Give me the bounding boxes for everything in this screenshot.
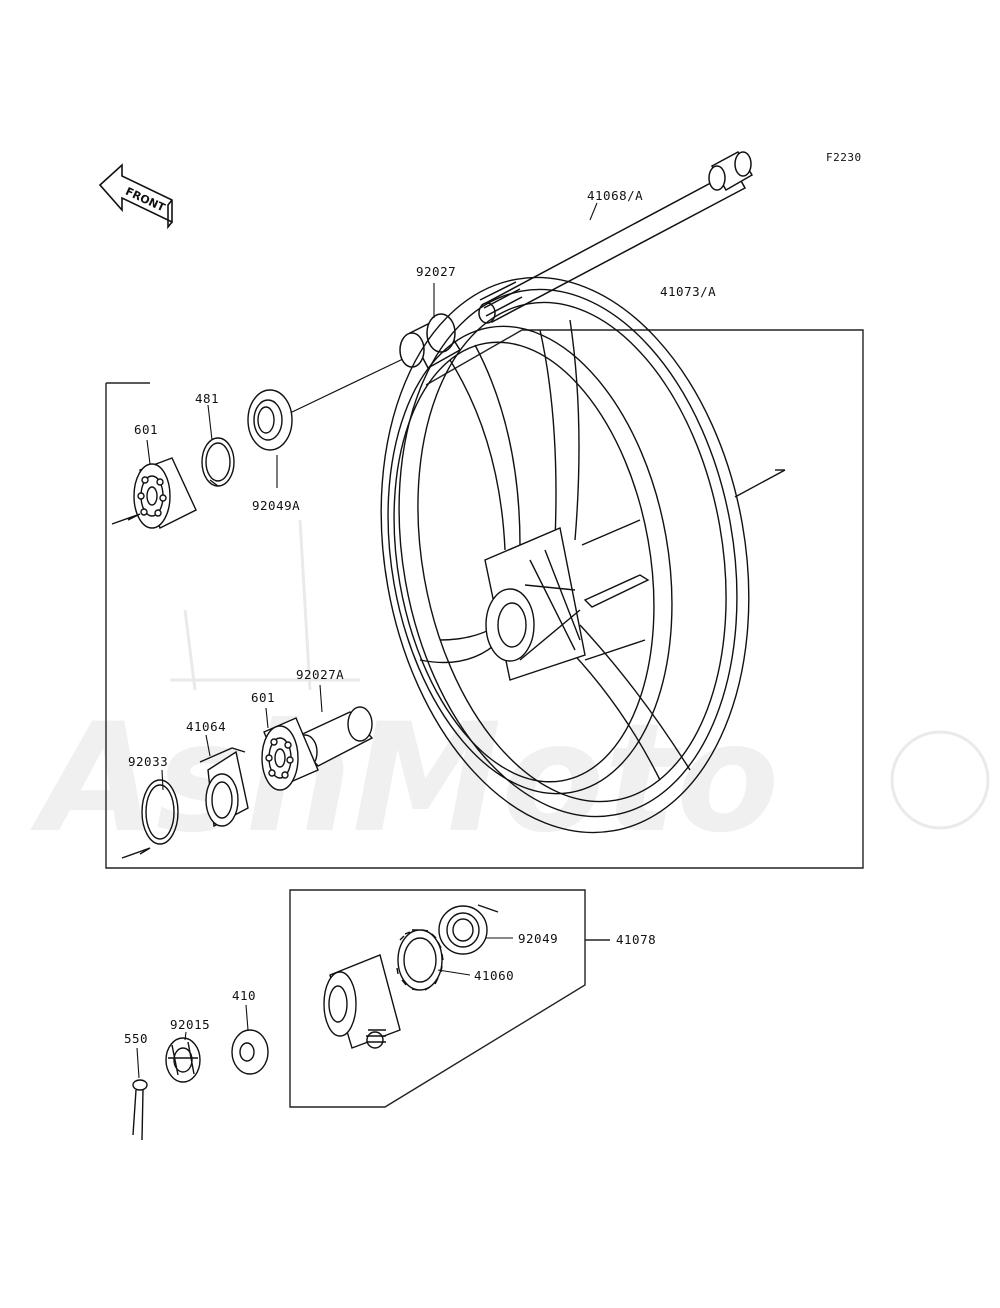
seal-92049 [438, 904, 499, 955]
gearbox-outline [289, 889, 610, 1108]
label-92033: 92033 [128, 754, 169, 769]
leader-axle [289, 357, 406, 414]
label-41073A: 41073/A [660, 284, 717, 299]
label-601-bottom: 601 [251, 690, 276, 705]
label-41060: 41060 [474, 968, 515, 983]
leader-lines [136, 202, 598, 1079]
axle [478, 151, 754, 324]
seal-92049A [247, 389, 293, 451]
watermark-text: AshMoto [30, 692, 779, 866]
wheel-group-outline [105, 329, 864, 869]
bearing-601-top [111, 457, 197, 529]
collar-92027 [399, 313, 462, 370]
label-92027A: 92027A [296, 667, 345, 682]
label-92049: 92049 [518, 931, 559, 946]
label-41078: 41078 [616, 932, 657, 947]
circlip-481 [201, 437, 235, 487]
cover-41064 [199, 747, 249, 828]
nut-92015 [165, 1037, 201, 1083]
label-601-top: 601 [134, 422, 159, 437]
gear-41060 [396, 929, 444, 991]
label-41068A: 41068/A [587, 188, 644, 203]
label-410: 410 [232, 988, 257, 1003]
label-481: 481 [195, 391, 220, 406]
diagram-code: F2230 [826, 151, 862, 164]
washer-410 [231, 1029, 269, 1075]
bearing-601-bottom [261, 717, 319, 791]
wheel [380, 276, 786, 834]
label-92027: 92027 [416, 264, 457, 279]
label-550: 550 [124, 1031, 149, 1046]
front-arrow-icon: FRONT [98, 163, 173, 230]
circlip-92033 [121, 779, 179, 859]
label-92049A: 92049A [252, 498, 301, 513]
cotter-pin-550 [132, 1079, 148, 1141]
gearbox-41078 [323, 954, 401, 1049]
label-92015: 92015 [170, 1017, 211, 1032]
label-41064: 41064 [186, 719, 227, 734]
